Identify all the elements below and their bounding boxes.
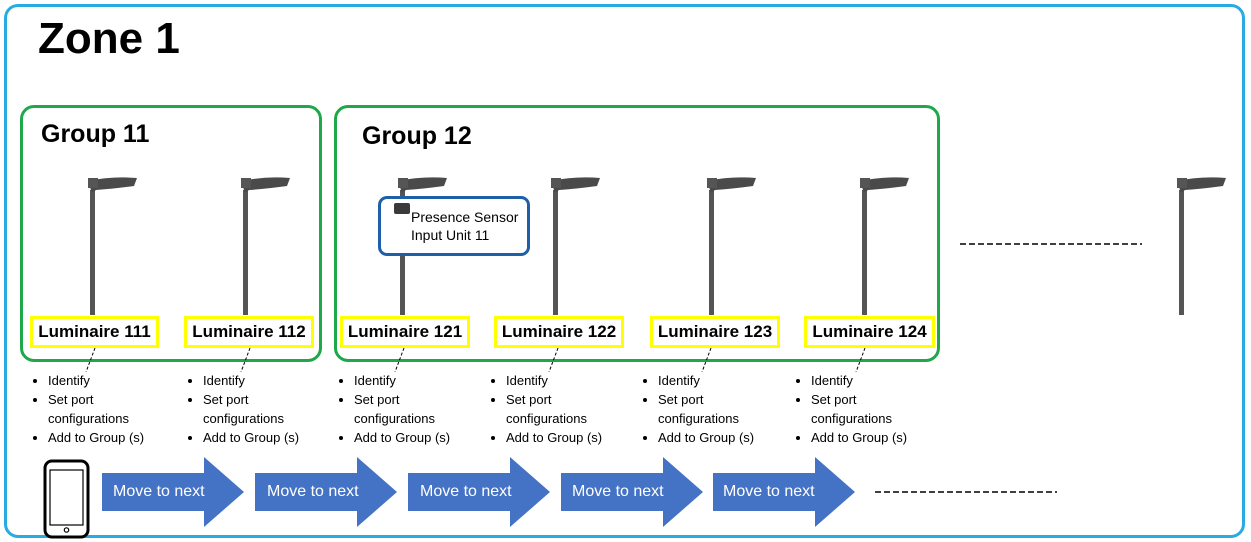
luminaire-112-label: Luminaire 112 <box>184 316 314 348</box>
label-connector <box>240 347 251 373</box>
zone-title: Zone 1 <box>38 14 180 63</box>
group-11-title: Group 11 <box>41 120 150 148</box>
task-add-to-groups: Add to Group (s) <box>203 428 333 447</box>
move-to-next-label: Move to next <box>723 483 815 500</box>
presence-sensor-line-2: Input Unit 11 <box>411 227 490 243</box>
luminaire-pole-icon <box>707 177 756 315</box>
group-12-title: Group 12 <box>362 122 472 150</box>
arrow-right-icon <box>561 457 703 527</box>
task-list-124: Identify Set port configurations Add to … <box>791 371 941 447</box>
luminaire-pole-icon <box>860 177 909 315</box>
task-set-port-configurations: Set port configurations <box>354 390 484 428</box>
task-add-to-groups: Add to Group (s) <box>506 428 636 447</box>
luminaire-122-label: Luminaire 122 <box>494 316 624 348</box>
luminaire-111-label: Luminaire 111 <box>30 316 159 348</box>
move-to-next-label: Move to next <box>420 483 512 500</box>
label-connector <box>701 347 712 373</box>
move-to-next-label: Move to next <box>572 483 664 500</box>
luminaire-121-label: Luminaire 121 <box>340 316 470 348</box>
task-set-port-configurations: Set port configurations <box>506 390 636 428</box>
luminaire-pole-icon <box>1177 177 1226 315</box>
label-connector <box>855 347 866 373</box>
presence-sensor-icon <box>394 203 410 214</box>
luminaire-pole-icon <box>88 177 137 315</box>
task-add-to-groups: Add to Group (s) <box>658 428 788 447</box>
luminaire-123-label: Luminaire 123 <box>650 316 780 348</box>
move-to-next-label: Move to next <box>113 483 205 500</box>
task-list-121: Identify Set port configurations Add to … <box>334 371 484 447</box>
label-connector <box>548 347 559 373</box>
task-identify: Identify <box>203 371 333 390</box>
zone-container <box>4 4 1245 538</box>
task-add-to-groups: Add to Group (s) <box>811 428 941 447</box>
label-connector <box>85 347 96 373</box>
task-set-port-configurations: Set port configurations <box>811 390 941 428</box>
arrow-right-icon <box>255 457 397 527</box>
task-list-111: Identify Set port configurations Add to … <box>28 371 178 447</box>
luminaire-pole-icon <box>551 177 600 315</box>
task-set-port-configurations: Set port configurations <box>48 390 178 428</box>
task-identify: Identify <box>658 371 788 390</box>
arrow-right-icon <box>713 457 855 527</box>
group-12-box <box>334 105 940 362</box>
task-identify: Identify <box>354 371 484 390</box>
task-identify: Identify <box>506 371 636 390</box>
luminaire-124-label: Luminaire 124 <box>804 316 935 348</box>
task-add-to-groups: Add to Group (s) <box>48 428 178 447</box>
luminaire-pole-icon <box>241 177 290 315</box>
task-list-112: Identify Set port configurations Add to … <box>183 371 333 447</box>
task-set-port-configurations: Set port configurations <box>658 390 788 428</box>
move-to-next-label: Move to next <box>267 483 359 500</box>
task-add-to-groups: Add to Group (s) <box>354 428 484 447</box>
arrow-right-icon <box>408 457 550 527</box>
arrow-right-icon <box>102 457 244 527</box>
task-set-port-configurations: Set port configurations <box>203 390 333 428</box>
task-list-123: Identify Set port configurations Add to … <box>638 371 788 447</box>
task-identify: Identify <box>48 371 178 390</box>
presence-sensor-label: Presence Sensor Input Unit 11 <box>411 208 518 244</box>
group-11-box <box>20 105 322 362</box>
task-list-122: Identify Set port configurations Add to … <box>486 371 636 447</box>
presence-sensor-line-1: Presence Sensor <box>411 209 519 225</box>
smartphone-icon <box>43 459 90 539</box>
label-connector <box>394 347 405 373</box>
task-identify: Identify <box>811 371 941 390</box>
